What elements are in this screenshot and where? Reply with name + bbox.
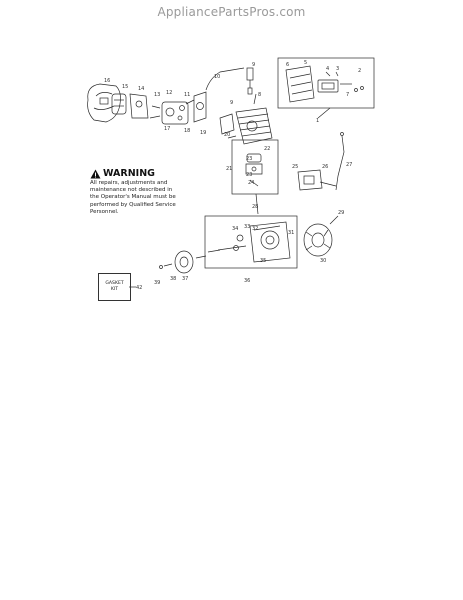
part-number-16: 16: [104, 78, 110, 84]
part-number-32: 32: [252, 226, 258, 232]
part-number-15: 15: [122, 84, 128, 90]
part-number-22: 22: [264, 146, 270, 152]
warning-triangle-icon: [90, 169, 101, 178]
warning-body: All repairs, adjustments and maintenance…: [90, 180, 190, 216]
piston-group-box: [231, 139, 279, 195]
warning-line: maintenance not described in: [90, 187, 173, 194]
part-number-36: 36: [244, 278, 250, 284]
part-number-42: 42: [136, 285, 142, 291]
part-number-18: 18: [184, 128, 190, 134]
part-number-1: 1: [316, 118, 319, 124]
ignition-module-part: [297, 169, 337, 191]
warning-title-text: WARNING: [103, 168, 155, 179]
air-filter-cover-part: [87, 83, 121, 123]
spark-plug-wire-part: [335, 135, 345, 191]
insulator-gasket-part: [193, 91, 207, 123]
part-number-27: 27: [346, 162, 352, 168]
part-number-39: 39: [154, 280, 160, 286]
part-number-5: 5: [304, 60, 307, 66]
warning-line: performed by Qualified Service: [90, 201, 176, 208]
part-number-21: 21: [226, 166, 232, 172]
part-number-12: 12: [166, 90, 172, 96]
crankcase-group-box: [204, 215, 298, 269]
part-number-23: 23: [246, 172, 252, 178]
part-number-14: 14: [138, 86, 144, 92]
warning-notice: WARNING All repairs, adjustments and mai…: [90, 168, 190, 216]
part-number-26: 26: [322, 164, 328, 170]
part-number-2: 2: [358, 68, 361, 74]
filter-base-part: [129, 93, 149, 119]
site-header[interactable]: AppliancePartsPros.com: [157, 5, 306, 19]
part-number-13: 13: [154, 92, 160, 98]
part-number-28: 28: [252, 204, 258, 210]
part-number-34: 34: [232, 226, 238, 232]
part-number-9: 9: [252, 62, 255, 68]
part-number-38: 38: [170, 276, 176, 282]
part-number-4: 4: [326, 66, 329, 72]
spark-plug-part: [246, 67, 254, 95]
throttle-cable-part: [205, 67, 245, 91]
part-number-8: 8: [258, 92, 261, 98]
part-number-10: 10: [214, 74, 220, 80]
part-number-30: 30: [320, 258, 326, 264]
gasket-kit-line2: KIT: [110, 287, 119, 292]
warning-title: WARNING: [90, 168, 190, 179]
flywheel-part: [303, 223, 333, 257]
carburetor-part: [149, 99, 195, 125]
cylinder-gasket-part: [219, 113, 235, 135]
warning-line: the Operator's Manual must be: [90, 194, 176, 201]
warning-line: Personnel.: [90, 208, 119, 215]
part-number-23a: 23: [246, 156, 252, 162]
part-number-31: 31: [288, 230, 294, 236]
warning-line: All repairs, adjustments and: [90, 180, 168, 186]
part-number-19: 19: [200, 130, 206, 136]
gasket-kit-line1: GASKET: [105, 281, 124, 286]
part-number-29: 29: [338, 210, 344, 216]
starter-pulley-part: [174, 250, 194, 274]
muffler-group-box: [277, 57, 375, 109]
part-number-3: 3: [336, 66, 339, 72]
part-number-33: 33: [244, 224, 250, 230]
part-number-24: 24: [248, 180, 254, 186]
part-number-35: 35: [260, 258, 266, 264]
part-number-11: 11: [184, 92, 190, 98]
part-number-6: 6: [286, 62, 289, 68]
part-number-17: 17: [164, 126, 170, 132]
part-number-20: 20: [224, 132, 230, 138]
part-number-37: 37: [182, 276, 188, 282]
gasket-kit-label: GASKET KIT: [98, 273, 131, 301]
cylinder-part: [235, 107, 273, 145]
part-number-25: 25: [292, 164, 298, 170]
air-filter-element-part: [111, 93, 127, 115]
connecting-rod-part: [255, 193, 259, 215]
part-number-7: 7: [346, 92, 349, 98]
part-number-9b: 9: [230, 100, 233, 106]
